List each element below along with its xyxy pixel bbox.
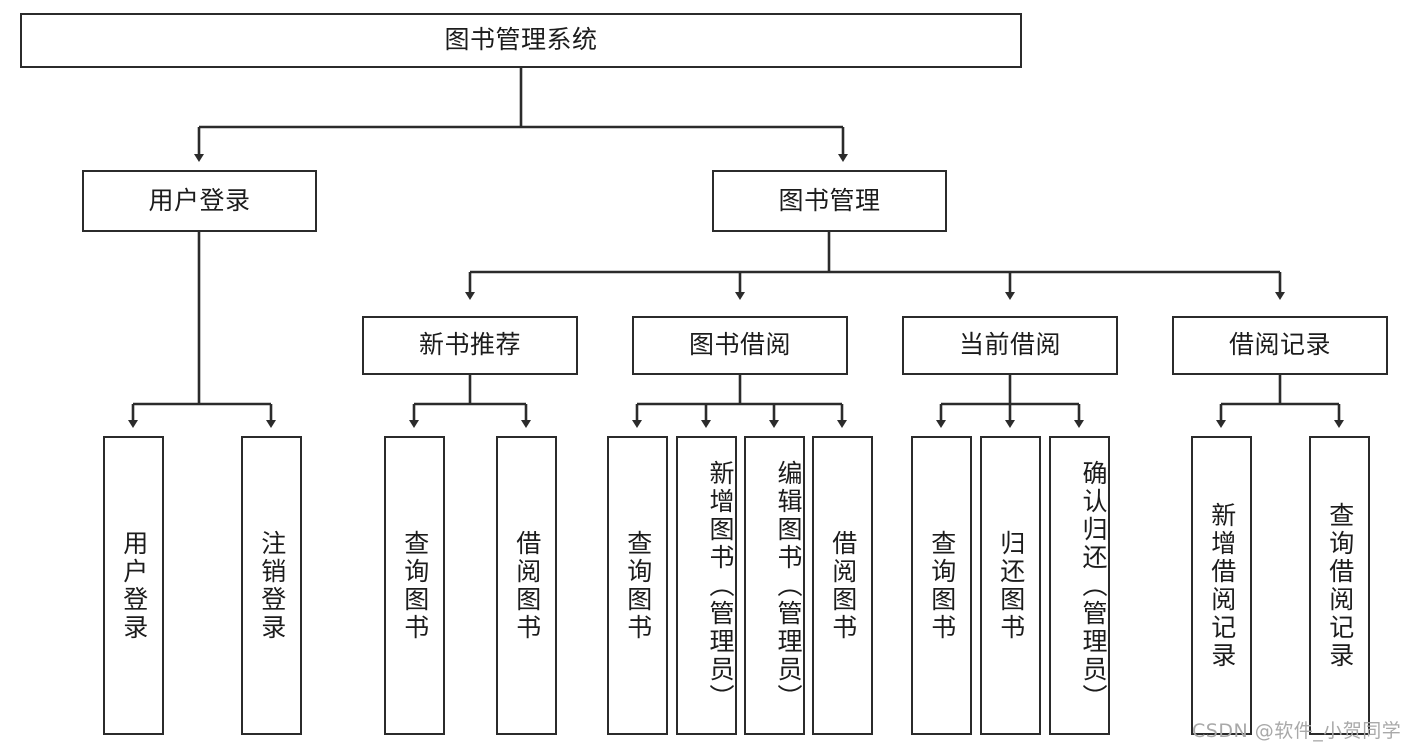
node-label: 图书管理: [778, 185, 881, 215]
node-label: 查询借阅记录: [1325, 501, 1355, 670]
node-label: 编辑图书（管理员）: [774, 459, 803, 712]
node-label: 用户登录: [119, 529, 149, 642]
node-borrow-record[interactable]: 借阅记录: [1172, 316, 1388, 375]
node-root-book-management-system[interactable]: 图书管理系统: [20, 13, 1022, 68]
leaf-new-book-query-book[interactable]: 查询图书: [384, 436, 445, 735]
node-label: 查询图书: [927, 529, 957, 642]
leaf-current-return-book[interactable]: 归还图书: [980, 436, 1041, 735]
node-current-borrow[interactable]: 当前借阅: [902, 316, 1118, 375]
node-label: 新书推荐: [418, 330, 521, 360]
node-label: 查询图书: [623, 529, 653, 642]
node-label: 借阅图书: [828, 529, 858, 642]
leaf-borrow-borrow-book[interactable]: 借阅图书: [812, 436, 873, 735]
node-label: 新增图书（管理员）: [706, 459, 735, 712]
node-label: 借阅记录: [1228, 330, 1331, 360]
node-label: 查询图书: [400, 529, 430, 642]
node-label: 当前借阅: [958, 330, 1061, 360]
node-new-book-recommend[interactable]: 新书推荐: [362, 316, 578, 375]
node-label: 图书管理系统: [444, 25, 598, 55]
leaf-record-add-record[interactable]: 新增借阅记录: [1191, 436, 1252, 735]
leaf-user-login-login[interactable]: 用户登录: [103, 436, 164, 735]
node-label: 注销登录: [257, 529, 287, 642]
node-label: 借阅图书: [512, 529, 542, 642]
node-label: 图书借阅: [688, 330, 791, 360]
node-label: 确认归还（管理员）: [1079, 459, 1108, 712]
leaf-record-query-record[interactable]: 查询借阅记录: [1309, 436, 1370, 735]
leaf-borrow-add-book-admin[interactable]: 新增图书（管理员）: [676, 436, 737, 735]
node-book-management[interactable]: 图书管理: [712, 170, 947, 232]
node-label: 归还图书: [996, 529, 1026, 642]
leaf-borrow-query-book[interactable]: 查询图书: [607, 436, 668, 735]
node-label: 用户登录: [148, 185, 251, 215]
leaf-borrow-edit-book-admin[interactable]: 编辑图书（管理员）: [744, 436, 805, 735]
node-user-login[interactable]: 用户登录: [82, 170, 317, 232]
leaf-current-query-book[interactable]: 查询图书: [911, 436, 972, 735]
csdn-watermark: CSDN @软件_小贺同学: [1192, 720, 1402, 742]
leaf-current-confirm-return-admin[interactable]: 确认归还（管理员）: [1049, 436, 1110, 735]
leaf-new-book-borrow-book[interactable]: 借阅图书: [496, 436, 557, 735]
node-label: 新增借阅记录: [1207, 501, 1237, 670]
leaf-user-login-logout[interactable]: 注销登录: [241, 436, 302, 735]
node-book-borrow[interactable]: 图书借阅: [632, 316, 848, 375]
